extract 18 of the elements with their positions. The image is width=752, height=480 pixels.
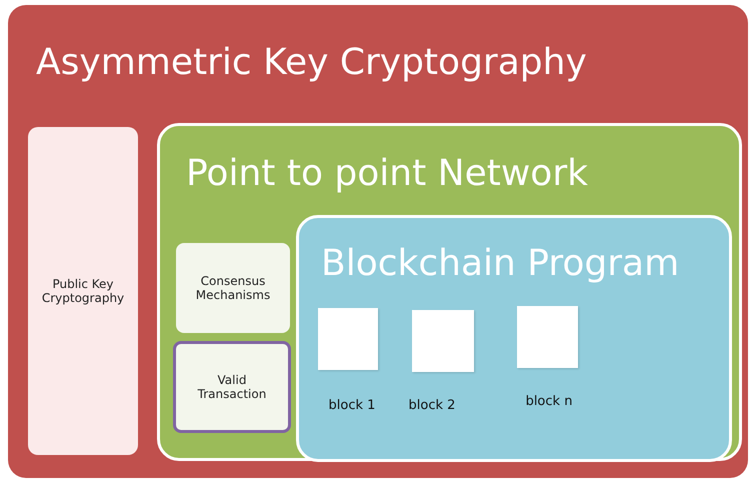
program-panel [296,215,732,462]
block-caption: block n [526,394,572,409]
process-box [28,127,138,455]
network-panel [157,123,742,461]
block-caption: block 1 [328,398,376,413]
panel-title: Asymmetric Key Cryptography [36,43,587,83]
box-label: Public Key Cryptography [42,277,124,305]
block-square [517,306,578,368]
box-label: Valid Transaction [196,373,268,401]
outer-panel [8,5,748,478]
panel-title: Blockchain Program [321,244,680,284]
panel-title: Point to point Network [186,154,588,194]
block-caption: block 2 [408,398,456,413]
block-square [412,310,474,372]
block-square [318,308,378,370]
process-box [173,341,291,433]
box-label: Consensus Mechanisms [194,274,272,302]
process-box [176,243,290,333]
